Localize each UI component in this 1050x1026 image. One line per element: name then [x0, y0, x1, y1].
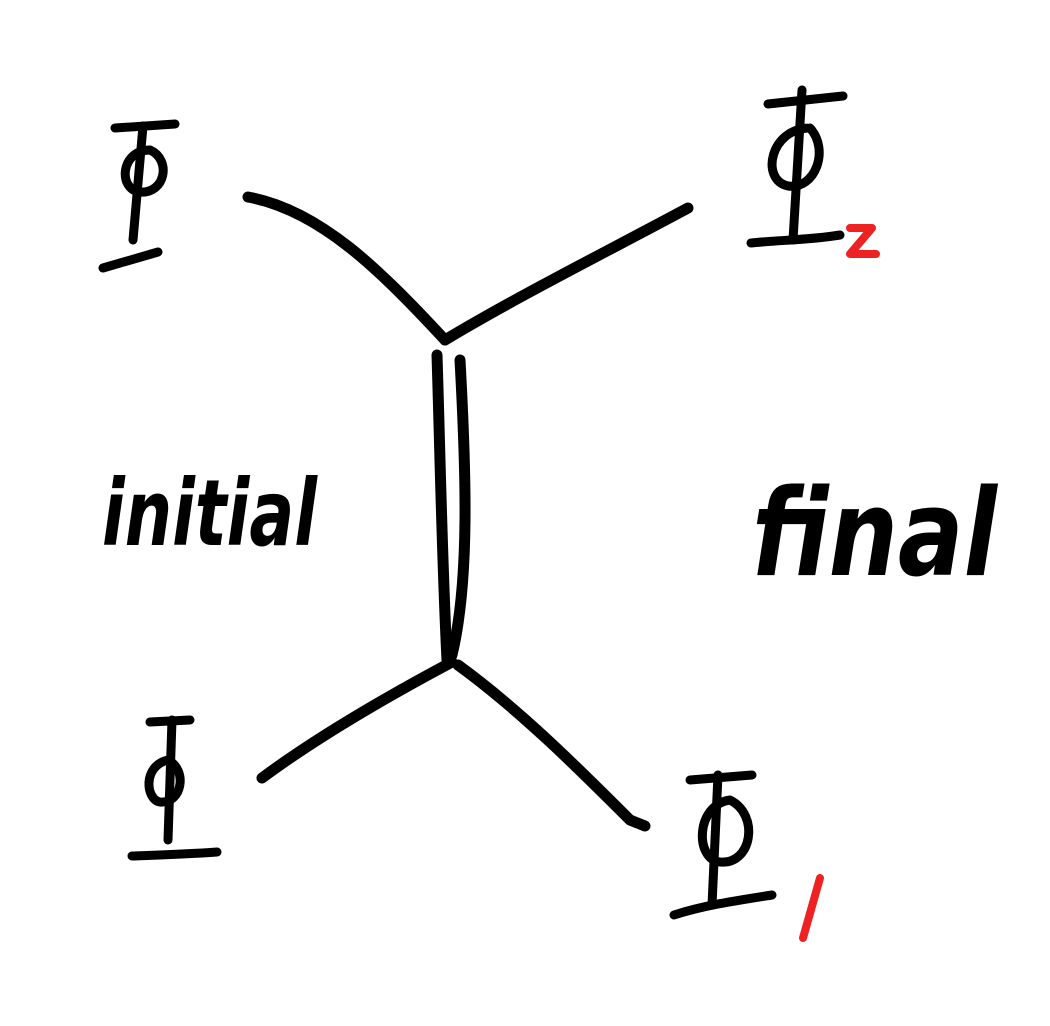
initial-label: initial — [102, 460, 318, 567]
field-phi-1-icon — [669, 770, 777, 920]
lower-right-leg — [452, 659, 651, 832]
subscript-1-icon — [799, 874, 824, 942]
field-phi-icon — [98, 119, 180, 273]
final-label: final — [752, 465, 999, 604]
internal-line-b — [446, 354, 471, 661]
internal-line-a — [431, 349, 453, 666]
lower-left-leg — [256, 656, 458, 784]
upper-right-leg — [439, 202, 694, 346]
upper-left-leg — [242, 191, 451, 346]
subscript-2-icon — [846, 224, 880, 258]
field-phi-2-icon — [746, 85, 848, 248]
field-phi-lower-icon — [127, 715, 222, 861]
